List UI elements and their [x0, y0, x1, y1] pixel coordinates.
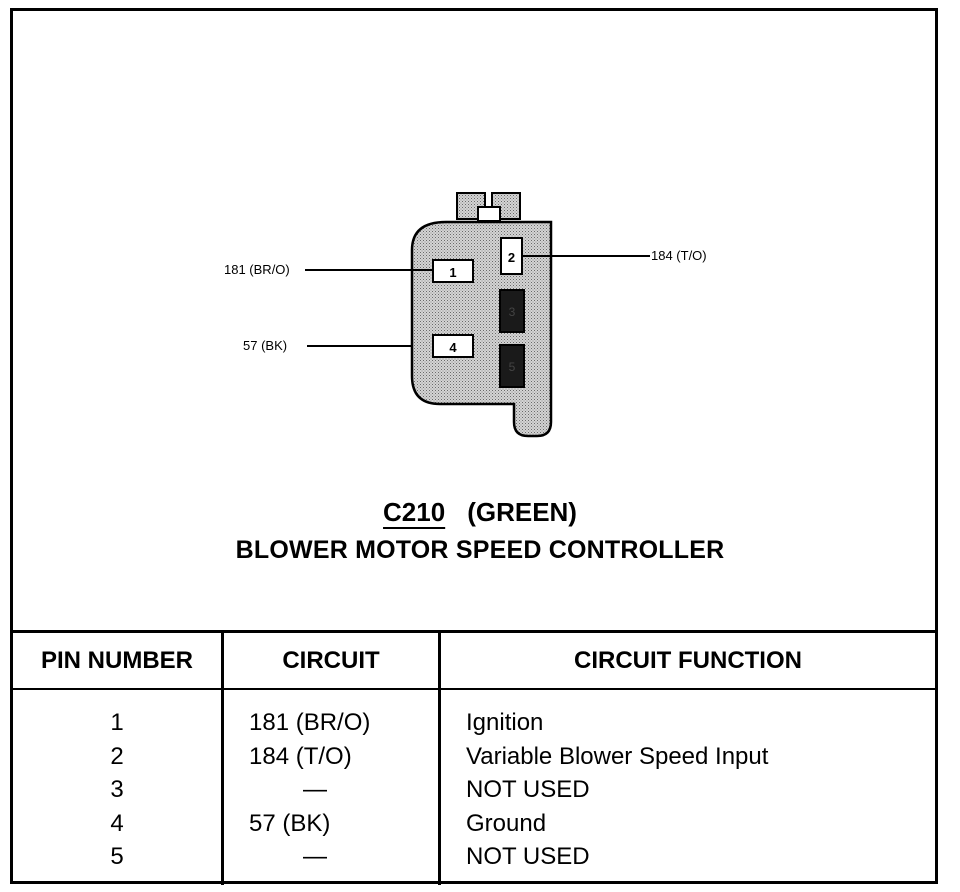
table-row-2-circuit: 184 (T/O)	[249, 742, 352, 770]
connector-title: C210 (GREEN)	[0, 497, 960, 528]
circuit-column: 181 (BR/O) 184 (T/O) — 57 (BK) —	[221, 689, 440, 885]
wire-181-label: 181 (BR/O)	[224, 262, 290, 277]
wire-57-label: 57 (BK)	[243, 338, 288, 353]
pin-5-cavity	[499, 344, 525, 388]
circuit-function-column: Ignition Variable Blower Speed Input NOT…	[438, 689, 935, 885]
table-row-5-pin: 5	[110, 843, 124, 870]
table-row-3-circuit: —	[303, 776, 327, 803]
pin-4-number: 4	[449, 340, 457, 355]
pin-table-header: PIN NUMBER CIRCUIT CIRCUIT FUNCTION	[13, 630, 935, 690]
header-circuit: CIRCUIT	[221, 630, 440, 690]
table-row-2-function: Variable Blower Speed Input	[466, 742, 769, 770]
pin-2-number: 2	[508, 250, 515, 265]
connector-id: C210	[383, 497, 446, 527]
table-row-3-pin: 3	[110, 776, 124, 803]
pin-number-column: 1 2 3 4 5	[13, 689, 223, 885]
table-row-2-pin: 2	[110, 742, 124, 770]
pin-table-body: 1 2 3 4 5 181 (BR/O) 184 (T/O) — 57 (BK)…	[13, 689, 935, 885]
pin-1-number: 1	[449, 265, 456, 280]
table-row-4-circuit: 57 (BK)	[249, 809, 331, 837]
pin-3-number: 3	[509, 305, 516, 319]
table-row-3-function: NOT USED	[466, 776, 590, 803]
connector-latch-bridge	[477, 206, 501, 222]
table-row-4-function: Ground	[466, 809, 547, 837]
pin-4-terminal	[432, 334, 474, 358]
header-pin-number: PIN NUMBER	[13, 630, 223, 690]
connector-color: (GREEN)	[467, 497, 577, 527]
connector-body	[410, 220, 553, 438]
table-row-1-pin: 1	[110, 709, 124, 736]
table-row-5-circuit: —	[303, 843, 327, 870]
table-row-1-circuit: 181 (BR/O)	[249, 709, 371, 736]
wire-184-label: 184 (T/O)	[651, 248, 707, 263]
connector-name: BLOWER MOTOR SPEED CONTROLLER	[235, 536, 725, 564]
pin-5-number: 5	[509, 360, 516, 374]
table-row-4-pin: 4	[110, 809, 124, 837]
pin-table: PIN NUMBER CIRCUIT CIRCUIT FUNCTION 1 2 …	[13, 630, 935, 885]
pin-3-cavity	[499, 289, 525, 333]
header-circuit-function: CIRCUIT FUNCTION	[438, 630, 935, 690]
table-row-1-function: Ignition	[466, 709, 544, 736]
table-row-5-function: NOT USED	[466, 843, 590, 870]
